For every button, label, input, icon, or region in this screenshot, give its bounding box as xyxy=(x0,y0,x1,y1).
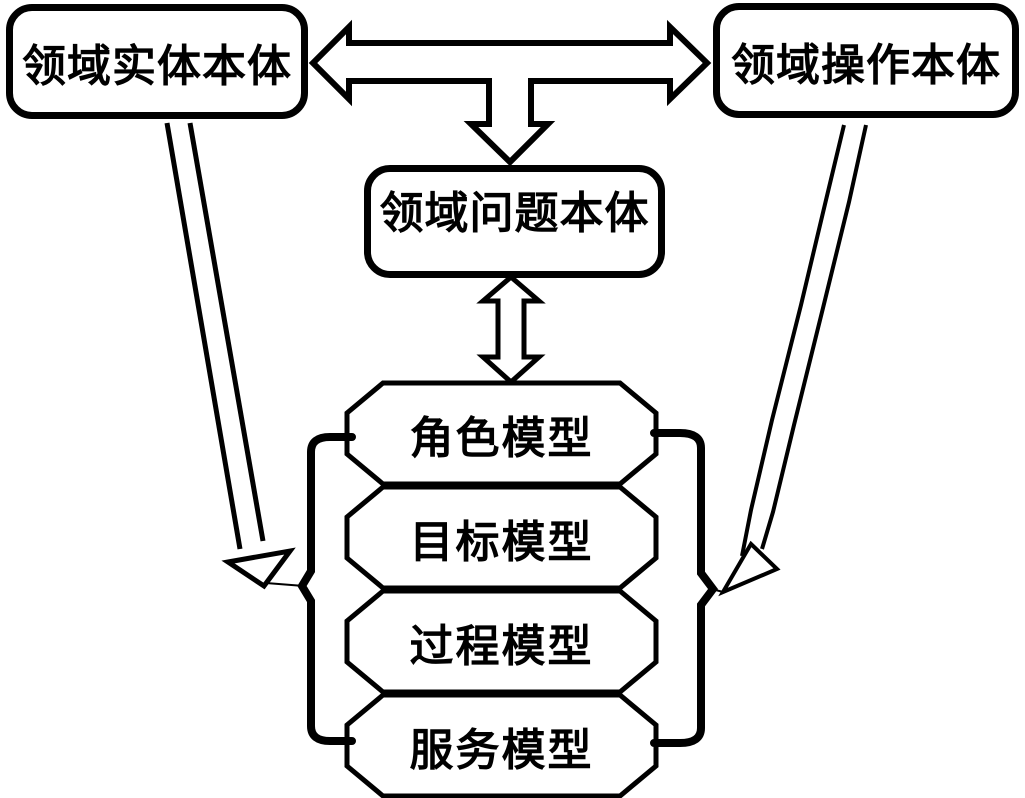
process-model-shape xyxy=(344,588,659,695)
entity-operation-problem-arrow xyxy=(308,19,712,167)
node-goal-model: 目标模型 xyxy=(409,517,594,567)
entity-to-models-arrow xyxy=(164,122,305,590)
node-domain-entity-ontology: 领域实体本体 xyxy=(6,4,308,119)
model-stack xyxy=(344,380,659,798)
left-brace xyxy=(297,433,356,745)
right-brace xyxy=(650,429,718,747)
operation-to-models-arrow xyxy=(711,124,868,597)
node-process-model: 过程模型 xyxy=(409,621,594,671)
node-domain-operation-ontology: 领域操作本体 xyxy=(713,3,1019,118)
role-model-shape xyxy=(344,380,659,487)
problem-models-double-arrow xyxy=(476,273,546,386)
goal-model-shape xyxy=(344,484,659,591)
node-service-model: 服务模型 xyxy=(409,725,594,775)
node-domain-problem-ontology: 领域问题本体 xyxy=(364,165,665,278)
node-role-model: 角色模型 xyxy=(409,413,594,463)
